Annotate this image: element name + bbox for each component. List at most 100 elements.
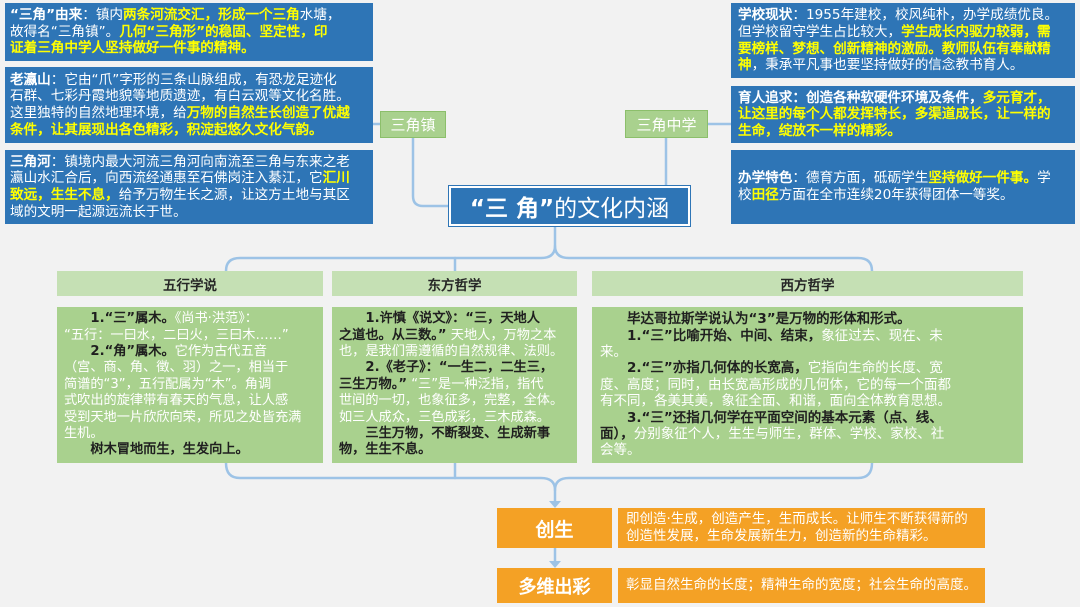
text-line: 之道也。从三数。” 天地人，万物之本 bbox=[339, 328, 570, 344]
bold-text: 面）， bbox=[600, 426, 634, 443]
text-segment: 受到天地一片欣欣向荣，所见之处皆充满 bbox=[64, 409, 302, 425]
text-line: 也，是我们需遵循的自然规律、法则。 bbox=[339, 344, 570, 360]
panel-sanjiao-river: 三角河：镇境内最大河流三角河向南流至三角与东来之老瀛山水汇合后，向西流经通惠至石… bbox=[5, 150, 373, 224]
text-segment: ：德育方面，砥砺学生 bbox=[792, 170, 929, 187]
text-segment: “三”是一种泛指，指代 bbox=[407, 376, 544, 392]
text-line: 石群、七彩丹霞地貌等地质遗迹，有白云观等文化名胜。 bbox=[10, 88, 368, 105]
text-line: 简谱的“3”，五行配属为“木”。角调 bbox=[64, 377, 316, 393]
bold-text: 2.《老子》：“一生二，二生三， bbox=[365, 360, 554, 376]
text-line: 度、高度；同时，由长宽高形成的几何体，它的每一个面都 bbox=[600, 377, 1015, 393]
panel-education-goal: 育人追求：创造各种软硬件环境及条件，多元育才，让这里的每个人都发挥特长，多渠道成… bbox=[731, 86, 1075, 143]
panel-school-status: 学校现状：1955年建校，校风纯朴，办学成绩优良。但学校留守学生占比较大，学生成… bbox=[731, 3, 1075, 78]
text-segment: “五行：一曰水，二曰火，三曰木……” bbox=[64, 327, 289, 343]
section-body-western: 毕达哥拉斯学说认为“3”是万物的形体和形式。1.“三”比喻开始、中间、结束，象征… bbox=[592, 307, 1023, 463]
text-segment: 即创造·生成，创造产生，生而成长。让师生不断获得新的 bbox=[626, 511, 968, 527]
text-line: “三角”由来：镇内两条河流交汇，形成一个三角水塘， bbox=[10, 7, 368, 24]
connector-town-to-title bbox=[411, 136, 451, 208]
highlighted-text: 田径 bbox=[751, 187, 779, 203]
text-segment: 水塘， bbox=[299, 7, 341, 24]
text-segment: 简谱的“3”，五行配属为“木”。角调 bbox=[64, 376, 272, 392]
bold-text: 老瀛山 bbox=[10, 71, 51, 88]
panel-sanjiao-origin: “三角”由来：镇内两条河流交汇，形成一个三角水塘，故得名“三角镇”。几何“三角形… bbox=[5, 3, 373, 61]
bold-text: 1.“三”属木。 bbox=[90, 311, 175, 327]
text-line: 会等。 bbox=[600, 442, 1015, 458]
panel-laoying-mountain: 老瀛山：它由“爪”字形的三条山脉组成，有恐龙足迹化石群、七彩丹霞地貌等地质遗迹，… bbox=[5, 67, 373, 143]
highlighted-text: 万物的自然生长创造了优越 bbox=[186, 105, 350, 121]
highlighted-text: 条件，让其展现出各色精彩，积淀起悠久文化气韵。 bbox=[10, 121, 323, 138]
text-line: 受到天地一片欣欣向荣，所见之处皆充满 bbox=[64, 410, 316, 426]
text-line: 办学特色：德育方面，砥砺学生坚持做好一件事。学 bbox=[738, 170, 1068, 187]
text-line: 有不同，各美其美，象征全面、和谐，面向全体教育思想。 bbox=[600, 393, 1015, 409]
text-line: 即创造·生成，创造产生，生而成长。让师生不断获得新的 bbox=[626, 511, 977, 528]
bold-text: 1.“三”比喻开始、中间、结束， bbox=[627, 327, 822, 344]
bold-text: “三角”由来 bbox=[10, 7, 83, 24]
text-segment: 如三人成众，三色成彩，三木成森。 bbox=[339, 409, 550, 425]
text-line: 毕达哥拉斯学说认为“3”是万物的形体和形式。 bbox=[600, 311, 1015, 327]
bold-text: 毕达哥拉斯学说认为“3”是万物的形体和形式。 bbox=[627, 311, 911, 328]
text-segment: 世间的一切，也象征多，完整，全体。 bbox=[339, 393, 564, 409]
highlighted-text: 学生成长内驱力较弱，需 bbox=[901, 23, 1051, 40]
text-line: “五行：一曰水，二曰火，三曰木……” bbox=[64, 328, 316, 344]
center-title: “三 角”的文化内涵 bbox=[449, 186, 690, 226]
highlighted-text: 让这里的每个人都发挥特长，多渠道成长，让一样的 bbox=[738, 106, 1051, 123]
text-line: 世间的一切，也象征多，完整，全体。 bbox=[339, 393, 570, 409]
text-line: 生机。 bbox=[64, 426, 316, 442]
text-line: 物，生生不息。 bbox=[339, 442, 570, 458]
bold-text: 三生万物，不断裂变、生成新事 bbox=[365, 426, 551, 442]
text-line: 1.“三”属木。《尚书·洪范》： bbox=[64, 311, 316, 327]
highlighted-text: 致远，生生不息， bbox=[10, 187, 119, 203]
highlighted-text: 要榜样、梦想、创新精神的激励。教师队伍有奉献精 bbox=[738, 40, 1051, 57]
text-segment: ：它由“爪”字形的三条山脉组成，有恐龙足迹化 bbox=[50, 71, 337, 88]
text-line: 如三人成众，三色成彩，三木成森。 bbox=[339, 410, 570, 426]
text-segment: 也，是我们需遵循的自然规律、法则。 bbox=[339, 343, 564, 359]
text-line: 学校现状：1955年建校，校风纯朴，办学成绩优良。 bbox=[738, 7, 1068, 24]
bold-text: 学校现状 bbox=[738, 7, 793, 24]
outcome-description-duowei: 彰显自然生命的长度；精神生命的宽度；社会生命的高度。 bbox=[618, 568, 985, 603]
text-line: 来。 bbox=[600, 344, 1015, 360]
text-segment: 方面在全市连续20年获得团体一等奖。 bbox=[778, 187, 1014, 203]
text-line: 2.“三”亦指几何体的长宽高，它指向生命的长度、宽 bbox=[600, 360, 1015, 376]
text-line: 校田径方面在全市连续20年获得团体一等奖。 bbox=[738, 187, 1068, 204]
text-line: 2.“角”属木。它作为古代五音 bbox=[64, 344, 316, 360]
text-segment: 它指向生命的长度、宽 bbox=[807, 360, 943, 377]
section-header-eastern: 东方哲学 bbox=[332, 271, 577, 296]
text-line: 2.《老子》：“一生二，二生三， bbox=[339, 360, 570, 376]
highlighted-text: 生命，绽放不一样的精彩。 bbox=[738, 122, 902, 139]
center-title-emphasis: “三 角” bbox=[469, 196, 555, 222]
tag-town: 三角镇 bbox=[380, 111, 446, 138]
text-segment: 式吹出的旋律带有春天的气息，让人感 bbox=[64, 393, 289, 409]
text-line: 生命，绽放不一样的精彩。 bbox=[738, 123, 1068, 140]
panel-school-feature: 办学特色：德育方面，砥砺学生坚持做好一件事。学校田径方面在全市连续20年获得团体… bbox=[731, 150, 1075, 224]
text-segment: 彰显自然生命的长度；精神生命的宽度；社会生命的高度。 bbox=[626, 577, 977, 593]
text-line: 创造性发展，生命发展新生力，创造新的生命精彩。 bbox=[626, 528, 977, 545]
text-line: 1.许慎《说文》：“三，天地人 bbox=[339, 311, 570, 327]
text-line: （宫、商、角、徵、羽）之一，相当于 bbox=[64, 360, 316, 376]
text-segment: 但学校留守学生占比较大， bbox=[738, 23, 902, 40]
section-header-wuxing: 五行学说 bbox=[57, 271, 323, 296]
section-body-wuxing: 1.“三”属木。《尚书·洪范》：“五行：一曰水，二曰火，三曰木……”2.“角”属… bbox=[57, 307, 323, 463]
bottom-brace bbox=[224, 461, 874, 492]
text-line: 三生万物，不断裂变、生成新事 bbox=[339, 426, 570, 442]
text-segment: 创造性发展，生命发展新生力，创造新的生命精彩。 bbox=[626, 528, 937, 544]
text-segment: 校 bbox=[738, 187, 752, 203]
text-segment: 来。 bbox=[600, 343, 627, 360]
text-line: 但学校留守学生占比较大，学生成长内驱力较弱，需 bbox=[738, 24, 1068, 41]
text-line: 树木冒地而生，生发向上。 bbox=[64, 442, 316, 458]
bold-text: 2.“三”亦指几何体的长宽高， bbox=[627, 360, 808, 377]
text-segment: 有不同，各美其美，象征全面、和谐，面向全体教育思想。 bbox=[600, 393, 951, 410]
text-line: 1.“三”比喻开始、中间、结束，象征过去、现在、未 bbox=[600, 328, 1015, 344]
text-line: 面），分别象征个人，生生与师生，群体、学校、家校、社 bbox=[600, 426, 1015, 442]
outcome-description-chuangsheng: 即创造·生成，创造产生，生而成长。让师生不断获得新的创造性发展，生命发展新生力，… bbox=[618, 508, 985, 548]
text-line: 3.“三”还指几何学在平面空间的基本元素（点、线、 bbox=[600, 410, 1015, 426]
tag-school: 三角中学 bbox=[625, 110, 708, 138]
text-segment: 象征过去、现在、未 bbox=[821, 327, 943, 344]
text-segment: 度、高度；同时，由长宽高形成的几何体，它的每一个面都 bbox=[600, 376, 951, 393]
bold-text: 育人追求：创造各种软硬件环境及条件， bbox=[738, 89, 983, 106]
bold-text: 之道也。从三数。” bbox=[339, 327, 447, 343]
text-segment: 《尚书·洪范》： bbox=[174, 311, 258, 327]
highlighted-text: 汇川 bbox=[322, 170, 350, 187]
text-line: 老瀛山：它由“爪”字形的三条山脉组成，有恐龙足迹化 bbox=[10, 72, 368, 89]
text-line: 彰显自然生命的长度；精神生命的宽度；社会生命的高度。 bbox=[626, 577, 977, 594]
highlighted-text: 坚持做好一件事。 bbox=[928, 170, 1038, 187]
